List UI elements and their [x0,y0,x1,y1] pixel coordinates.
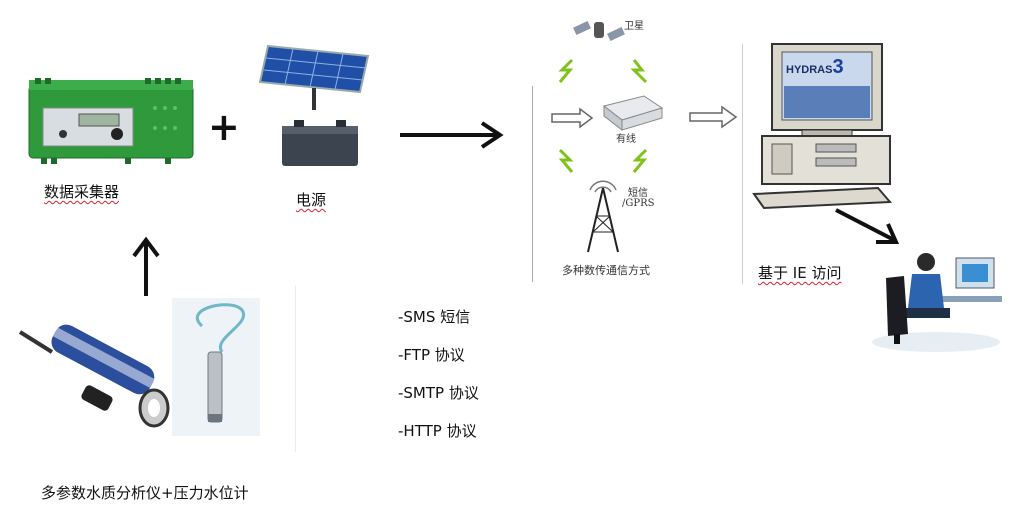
battery-icon [280,118,360,168]
pressure-level-sensor [172,298,260,436]
comm-panel-left-border [532,86,533,282]
sensors-label: 多参数水质分析仪+压力水位计 [41,484,249,502]
arrow-up-icon [130,236,162,302]
comm-panel-right-border [742,44,743,284]
arrow-down-right-icon [834,206,904,254]
modem-icon [598,94,664,138]
arrow-right-icon [398,119,508,155]
cell-tower-icon [580,176,626,258]
screen-logo-suffix: 3 [832,56,844,78]
divider-line [295,286,296,452]
solar-panel [256,42,376,112]
ie-access-label: 基于 IE 访问 [758,264,842,282]
lightning-icon [630,58,652,88]
plus-icon: + [208,108,240,146]
data-logger-device [25,78,197,164]
sms-gprs-label-1: 短信 [628,188,648,199]
lightning-icon [556,148,578,178]
satellite-icon [572,14,625,52]
plus-symbol: + [208,105,240,149]
protocol-item: -SMTP 协议 [398,384,479,402]
hollow-arrow-icon [550,107,594,132]
lightning-icon [630,148,652,178]
screen-logo-text: HYDRAS [786,64,833,76]
desktop-computer: HYDRAS3 [752,42,894,210]
comm-panel: 卫星 有线 [532,8,744,284]
protocol-item: -FTP 协议 [398,346,465,364]
satellite-label: 卫星 [624,21,644,32]
protocol-item: -HTTP 协议 [398,422,477,440]
wired-label: 有线 [616,134,636,145]
multiparameter-sonde [12,312,172,432]
comm-caption: 多种数传通信方式 [562,264,650,277]
sms-gprs-label-2: /GPRS [622,198,655,209]
data-logger-illustration [28,78,194,164]
lightning-icon [556,58,578,88]
power-label: 电源 [296,191,327,209]
data-logger-label: 数据采集器 [44,183,120,201]
office-worker-image [868,238,1004,354]
protocol-item: -SMS 短信 [398,308,471,326]
screen-logo: HYDRAS3 [786,56,844,79]
hollow-arrow-icon [688,105,738,132]
